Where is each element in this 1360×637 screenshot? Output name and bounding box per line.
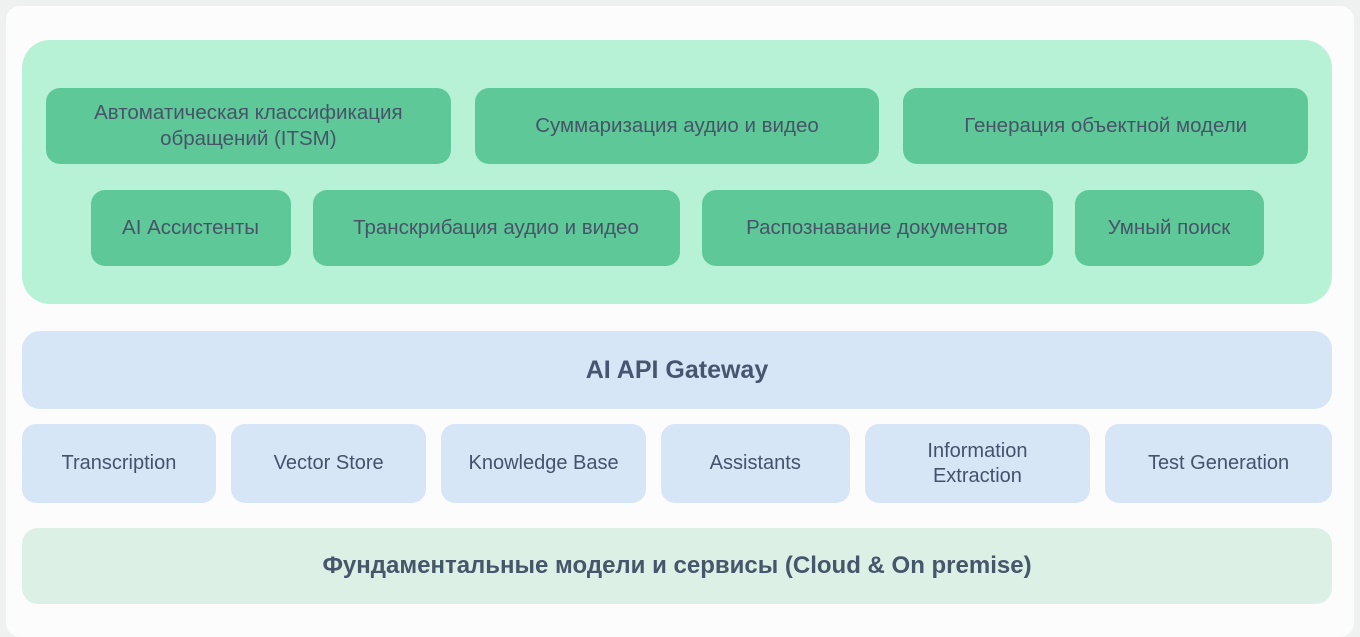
use-case-document-recognition: Распознавание документов: [701, 190, 1053, 266]
diagram-card: Автоматическая классификация обращений (…: [6, 6, 1354, 637]
foundation-models-bar: Фундаментальные модели и сервисы (Cloud …: [22, 528, 1332, 604]
use-case-audio-video-transcription: Транскрибация аудио и видео: [312, 190, 680, 266]
use-cases-row-2: AI Ассистенты Транскрибация аудио и виде…: [46, 190, 1308, 266]
services-row: Transcription Vector Store Knowledge Bas…: [22, 424, 1332, 503]
service-transcription: Transcription: [22, 424, 216, 503]
use-cases-container: Автоматическая классификация обращений (…: [22, 40, 1332, 304]
service-knowledge-base: Knowledge Base: [441, 424, 646, 503]
service-assistants: Assistants: [660, 424, 850, 503]
service-vector-store: Vector Store: [230, 424, 427, 503]
use-case-ai-assistants: AI Ассистенты: [90, 190, 291, 266]
use-cases-row-1: Автоматическая классификация обращений (…: [46, 88, 1309, 164]
use-case-itsm-classification: Автоматическая классификация обращений (…: [46, 88, 451, 164]
service-information-extraction: Information Extraction: [864, 424, 1091, 503]
use-case-object-model-generation: Генерация объектной модели: [903, 88, 1309, 164]
ai-api-gateway-bar: AI API Gateway: [22, 331, 1332, 409]
use-case-smart-search: Умный поиск: [1074, 190, 1264, 266]
service-test-generation: Test Generation: [1105, 424, 1332, 503]
use-case-audio-video-summarization: Суммаризация аудио и видео: [474, 88, 880, 164]
